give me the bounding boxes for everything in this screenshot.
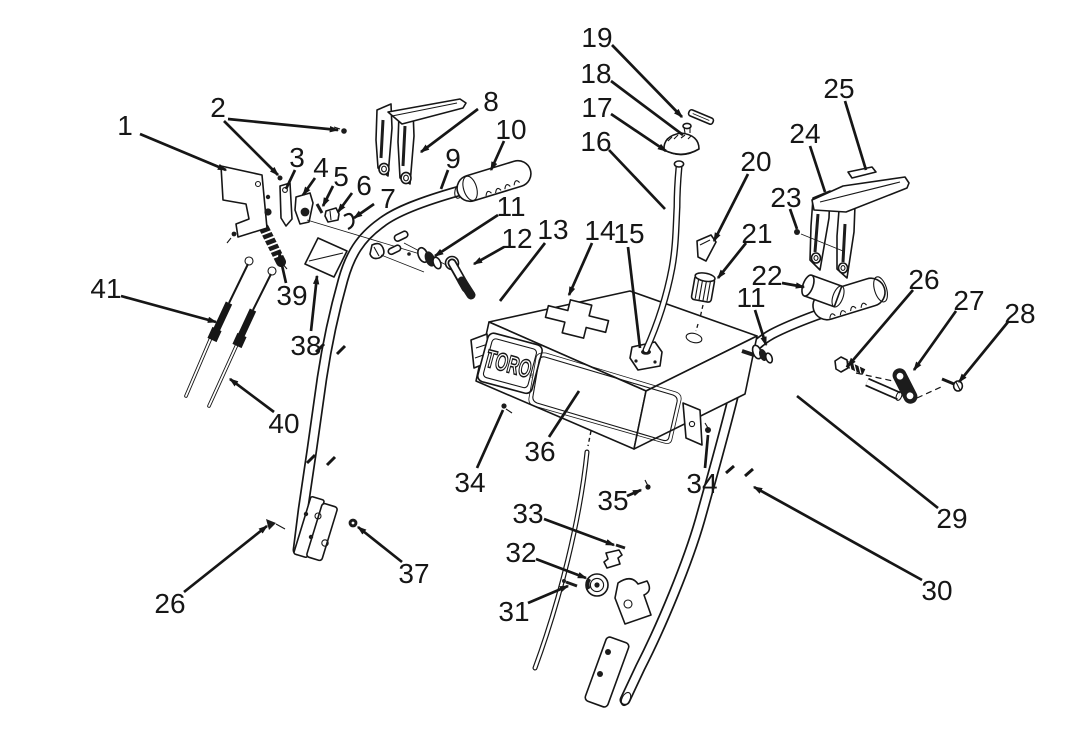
callout-3: 3 [289, 142, 305, 173]
callout-18: 18 [580, 58, 611, 89]
callout-22: 22 [751, 260, 782, 291]
callout-33: 33 [512, 498, 543, 529]
callout-leader-lines [120, 44, 1010, 605]
callout-labels: 1 2 3 4 5 6 7 8 9 10 11 11 12 13 14 15 1… [90, 22, 1035, 627]
callout-31: 31 [498, 596, 529, 627]
callout-39: 39 [276, 280, 307, 311]
callout-35: 35 [597, 485, 628, 516]
callout-26-right: 26 [908, 264, 939, 295]
tube-fasteners-left [369, 230, 453, 273]
callout-12: 12 [501, 223, 532, 254]
callout-14: 14 [584, 215, 615, 246]
detent-parts [501, 403, 711, 597]
callout-29: 29 [936, 503, 967, 534]
decal-recess [528, 352, 682, 444]
handle-tube-right [584, 276, 888, 708]
callout-17: 17 [581, 92, 612, 123]
callout-9: 9 [445, 143, 461, 174]
callout-21: 21 [741, 218, 772, 249]
handle-bolt-set-right [741, 344, 964, 404]
callout-32: 32 [505, 537, 536, 568]
registered-trademark: ® [528, 372, 535, 380]
callout-13: 13 [537, 214, 568, 245]
callout-38: 38 [290, 330, 321, 361]
callout-30: 30 [921, 575, 952, 606]
callout-34-left: 34 [454, 467, 485, 498]
callout-24: 24 [789, 118, 820, 149]
callout-26-left: 26 [154, 588, 185, 619]
handle-bracket-right [794, 166, 910, 279]
callout-37: 37 [398, 558, 429, 589]
callout-28: 28 [1004, 298, 1035, 329]
panel-small-parts [690, 234, 845, 332]
callout-41: 41 [90, 273, 121, 304]
callout-2: 2 [210, 92, 226, 123]
callout-1: 1 [117, 110, 133, 141]
callout-36: 36 [524, 436, 555, 467]
brand-logo-plate: TORO ® [476, 332, 543, 395]
control-cables [184, 256, 277, 408]
callout-19: 19 [581, 22, 612, 53]
shift-rod-upper [642, 160, 685, 354]
control-console-panel: TORO ® [470, 108, 758, 450]
callout-8: 8 [483, 86, 499, 117]
shift-pattern-cutout [544, 299, 610, 339]
handle-tube-left [292, 183, 465, 556]
callout-6: 6 [356, 170, 372, 201]
callout-11-left: 11 [496, 191, 525, 222]
flange-nut-and-lever [417, 246, 476, 300]
knob-button [682, 122, 692, 134]
shift-rod-lower [532, 430, 592, 671]
thumb-knob [690, 272, 716, 303]
detent-knob [585, 573, 609, 597]
roll-pin [687, 108, 715, 126]
callout-23: 23 [770, 182, 801, 213]
callout-4: 4 [313, 152, 329, 183]
callout-25: 25 [823, 73, 854, 104]
glide-strap [892, 368, 918, 404]
callout-15: 15 [613, 218, 644, 249]
callout-20: 20 [740, 146, 771, 177]
callout-5: 5 [333, 161, 349, 192]
callout-40: 40 [268, 408, 299, 439]
callout-7: 7 [380, 183, 396, 214]
callout-16: 16 [580, 126, 611, 157]
handle-bracket-left [375, 98, 467, 185]
callout-27: 27 [953, 285, 984, 316]
handle-pad [304, 237, 348, 278]
callout-10: 10 [495, 114, 526, 145]
callout-11-right: 11 [736, 282, 765, 313]
callout-34-right: 34 [686, 468, 717, 499]
shift-knob [663, 132, 700, 156]
handle-left-end-plates [266, 495, 358, 562]
